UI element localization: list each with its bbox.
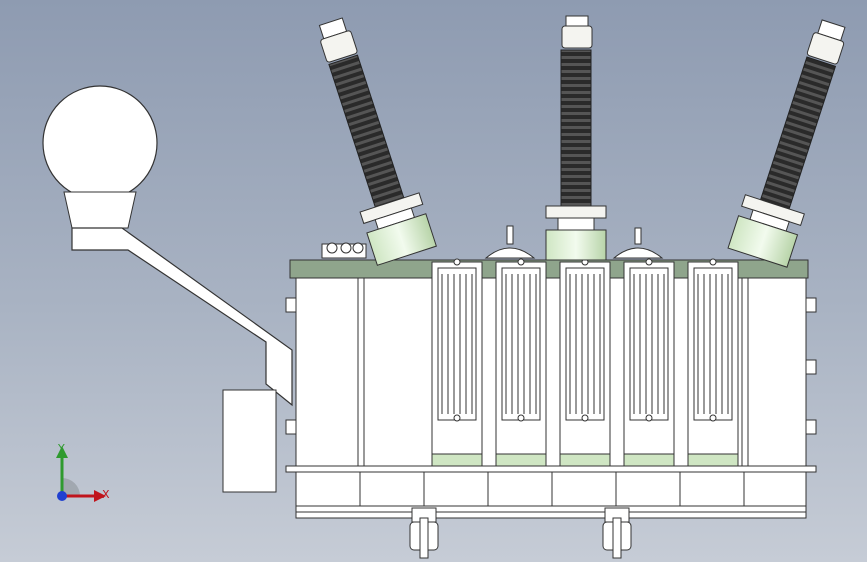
wheel (409, 507, 439, 559)
radiator (559, 258, 611, 467)
radiator-bank[interactable] (431, 258, 739, 467)
y-axis-label: Y (58, 442, 65, 455)
radiator (687, 258, 739, 467)
conservator-tank[interactable] (42, 85, 293, 407)
cover-accessories (321, 225, 664, 259)
base-frame (285, 465, 817, 519)
control-cabinet[interactable] (222, 389, 277, 493)
radiator (623, 258, 675, 467)
radiator (495, 258, 547, 467)
axis-triad: Y X (40, 440, 120, 510)
bushing-center[interactable] (545, 15, 607, 261)
bushing-right[interactable] (727, 14, 863, 268)
radiator (431, 258, 483, 467)
wheel (602, 507, 632, 559)
bushing-left[interactable] (301, 12, 437, 266)
x-axis-label: X (102, 488, 110, 501)
